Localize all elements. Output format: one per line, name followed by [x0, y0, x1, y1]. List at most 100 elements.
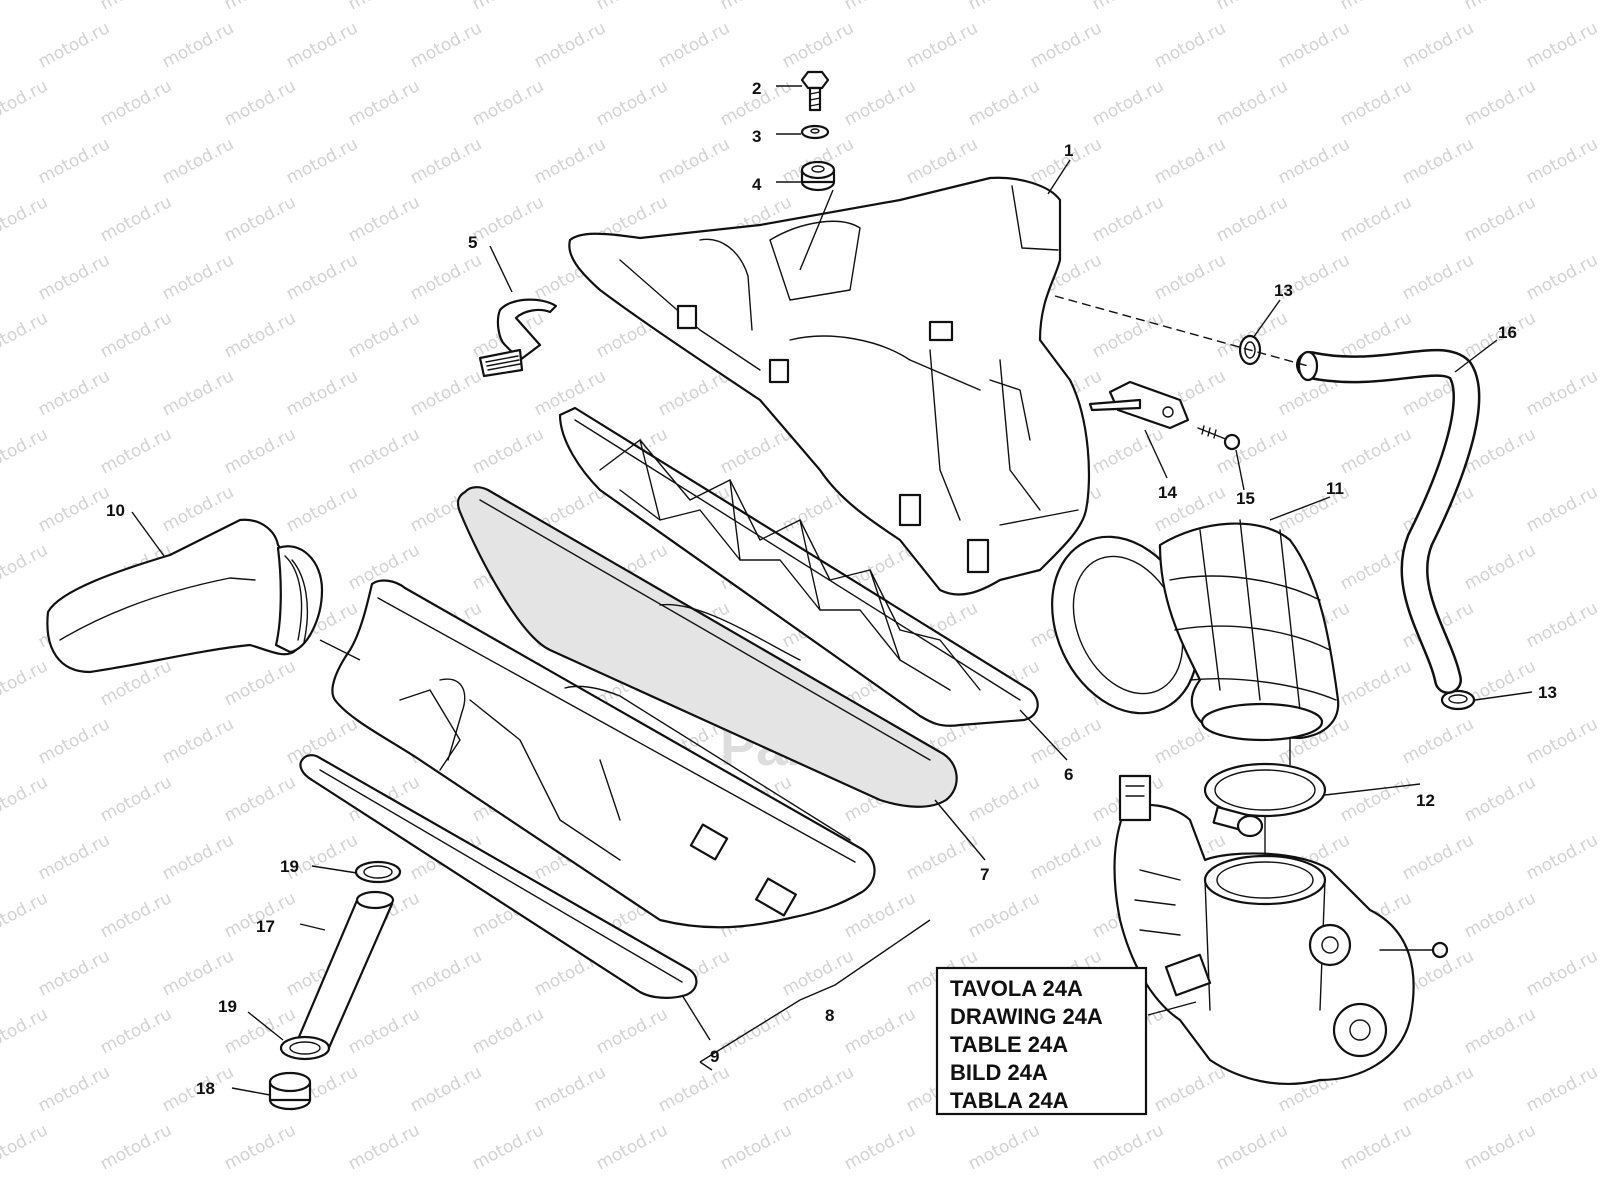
- watermark-text: motod.ru: [469, 0, 547, 14]
- watermark-text: motod.ru: [0, 656, 51, 710]
- leader-lines: [131, 85, 1533, 1096]
- watermark-text: motod.ru: [35, 946, 113, 1000]
- watermark-text: motod.ru: [779, 18, 857, 72]
- watermark-text: motod.ru: [221, 656, 299, 710]
- watermark-text: motod.ru: [1523, 946, 1600, 1000]
- watermark-text: motod.ru: [1027, 830, 1105, 884]
- watermark-text: motod.ru: [97, 192, 175, 246]
- watermark-text: motod.ru: [97, 424, 175, 478]
- watermark-text: motod.ru: [35, 482, 113, 536]
- watermark-text: motod.ru: [35, 830, 113, 884]
- watermark-text: motod.ru: [407, 366, 485, 420]
- throttle-body-assembly: [1113, 774, 1449, 1086]
- watermark-text: motod.ru: [1399, 830, 1477, 884]
- part-4-grommet: [800, 160, 836, 192]
- callout-19-lower: 19: [218, 997, 237, 1016]
- watermark-text: motod.ru: [717, 0, 795, 14]
- part-19-clamp-upper: [354, 860, 402, 884]
- watermark-text: motod.ru: [159, 134, 237, 188]
- watermark-text: motod.ru: [1089, 0, 1167, 14]
- watermark-text: motod.ru: [1523, 250, 1600, 304]
- watermark-text: motod.ru: [903, 18, 981, 72]
- watermark-text: motod.ru: [1275, 134, 1353, 188]
- watermark-text: motod.ru: [35, 18, 113, 72]
- watermark-text: motod.ru: [903, 830, 981, 884]
- watermark-text: motod.ru: [1461, 1004, 1539, 1058]
- watermark-text: motod.ru: [717, 1004, 795, 1058]
- ref-line-4: BILD 24A: [950, 1060, 1048, 1085]
- watermark-text: motod.ru: [159, 946, 237, 1000]
- callout-11: 11: [1326, 479, 1344, 498]
- watermark-text: motod.ru: [283, 134, 361, 188]
- part-15-screw: [1197, 425, 1241, 451]
- watermark-text: motod.ru: [0, 1004, 51, 1058]
- watermark-text: motod.ru: [1461, 540, 1539, 594]
- watermark-text: motod.ru: [0, 0, 51, 14]
- watermark-text: motod.ru: [0, 424, 51, 478]
- watermark-text: motod.ru: [655, 18, 733, 72]
- watermark-text: motod.ru: [345, 1120, 423, 1174]
- ref-line-1: TAVOLA 24A: [950, 976, 1083, 1001]
- watermark-text: motod.ru: [407, 946, 485, 1000]
- watermark-text: motod.ru: [903, 134, 981, 188]
- watermark-text: motod.ru: [97, 308, 175, 362]
- watermark-text: motod.ru: [0, 308, 51, 362]
- watermark-text: motod.ru: [345, 76, 423, 130]
- watermark-text: motod.ru: [841, 1004, 919, 1058]
- watermark-text: motod.ru: [221, 192, 299, 246]
- watermark-text: motod.ru: [655, 134, 733, 188]
- part-10-intake-duct: [46, 518, 324, 674]
- part-16-breather-hose: [1296, 348, 1481, 694]
- watermark-text: motod.ru: [97, 772, 175, 826]
- callout-8: 8: [825, 1006, 834, 1025]
- watermark-text: motod.ru: [1399, 250, 1477, 304]
- watermark-text: motod.ru: [1461, 76, 1539, 130]
- watermark-text: motod.ru: [531, 1062, 609, 1116]
- watermark-text: motod.ru: [0, 888, 51, 942]
- watermark-text: motod.ru: [1523, 830, 1600, 884]
- callout-13-bottom: 13: [1538, 683, 1557, 702]
- part-11-intake-boot: [1051, 519, 1340, 742]
- callout-16: 16: [1498, 323, 1517, 342]
- assembly-axis: [1054, 295, 1309, 367]
- callout-19-upper: 19: [280, 857, 299, 876]
- part-2-screw: [800, 70, 830, 112]
- watermark-text: motod.ru: [1089, 76, 1167, 130]
- callouts: 1 2 3 4 5 6 7 8 9 10 11 12 13 13 14 15 1…: [106, 79, 1557, 1098]
- callout-2: 2: [752, 79, 761, 98]
- ref-line-3: TABLE 24A: [950, 1032, 1068, 1057]
- watermark-text: motod.ru: [159, 18, 237, 72]
- watermark-text: motod.ru: [1461, 888, 1539, 942]
- watermark-text: motod.ru: [159, 250, 237, 304]
- watermark-text: motod.ru: [841, 0, 919, 14]
- callout-4: 4: [752, 175, 762, 194]
- watermark-text: motod.ru: [593, 0, 671, 14]
- callout-14: 14: [1158, 483, 1177, 502]
- watermark-text: motod.ru: [1213, 424, 1291, 478]
- watermark-text: motod.ru: [35, 250, 113, 304]
- watermark-text: motod.ru: [35, 134, 113, 188]
- watermark-text: motod.ru: [469, 192, 547, 246]
- watermark-text: motod.ru: [221, 772, 299, 826]
- ref-line-5: TABLA 24A: [950, 1088, 1069, 1113]
- watermark-text: motod.ru: [717, 1120, 795, 1174]
- part-3-washer: [800, 124, 830, 140]
- part-1-upper-airbox: [568, 176, 1091, 596]
- ref-line-2: DRAWING 24A: [950, 1004, 1103, 1029]
- watermark-text: motod.ru: [1275, 18, 1353, 72]
- watermark-text: motod.ru: [841, 76, 919, 130]
- callout-7: 7: [980, 865, 989, 884]
- watermark-text: motod.ru: [407, 1062, 485, 1116]
- watermark-text: motod.ru: [1461, 1120, 1539, 1174]
- watermark-text: motod.ru: [531, 18, 609, 72]
- watermark-text: motod.ru: [1523, 1062, 1600, 1116]
- watermark-text: motod.ru: [717, 424, 795, 478]
- watermark-text: motod.ru: [1399, 714, 1477, 768]
- watermark-text: motod.ru: [283, 250, 361, 304]
- watermark-text: motod.ru: [283, 18, 361, 72]
- watermark-text: motod.ru: [1213, 0, 1291, 14]
- watermark-text: motod.ru: [1337, 656, 1415, 710]
- part-5-clip: [478, 298, 558, 378]
- part-6-filter-frame: [558, 406, 1039, 727]
- callout-9: 9: [710, 1047, 719, 1066]
